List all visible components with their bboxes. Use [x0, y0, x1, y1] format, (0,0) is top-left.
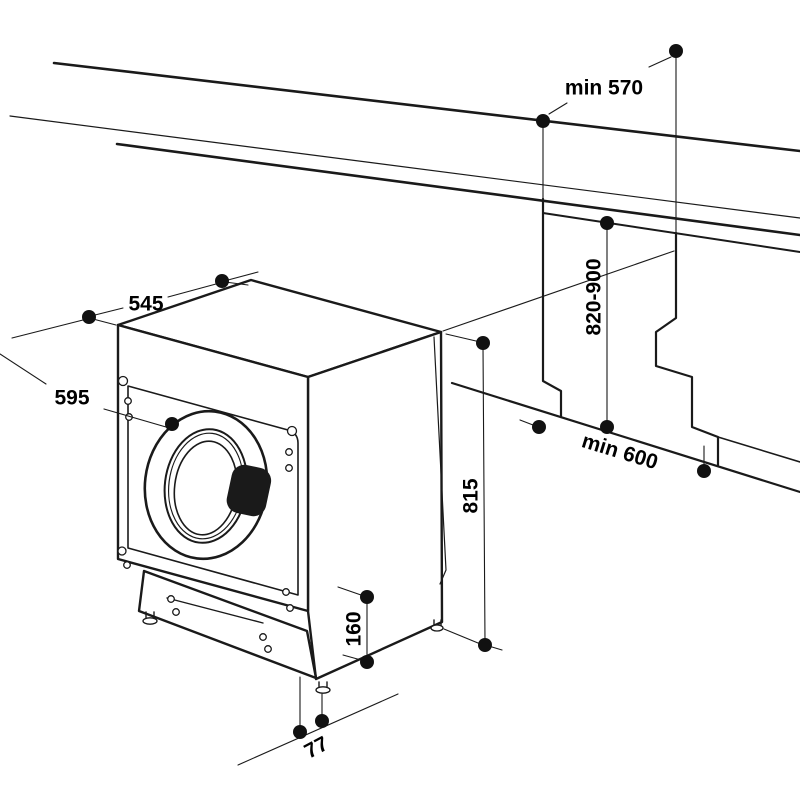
dimension-815: 815 [443, 333, 503, 652]
screw-hole [286, 425, 298, 437]
cabinet-side-panel-profile [654, 231, 720, 467]
foot [142, 617, 158, 625]
leader-line [92, 318, 117, 326]
cabinet-plinth-top-edge [717, 436, 800, 463]
floor-reference-line [237, 693, 399, 766]
dimension-label-595: 595 [54, 386, 89, 409]
machine-side-face [306, 330, 444, 681]
screw-hole [124, 397, 132, 405]
dimension-point [697, 464, 711, 478]
dimension-point [360, 655, 374, 669]
dimension-min570: min 570 [536, 44, 683, 234]
dimension-line [482, 345, 486, 643]
leader-line [103, 408, 167, 428]
dimension-160: 160 [337, 586, 374, 669]
leader-line [548, 102, 568, 115]
screw-hole [259, 633, 267, 641]
dimension-point [600, 420, 614, 434]
foot [430, 624, 444, 632]
screw-hole [264, 645, 272, 653]
adjustable-feet [142, 611, 444, 694]
screw-hole [286, 604, 294, 612]
machine-plinth-band [137, 569, 318, 680]
floor-plinth-line [450, 381, 800, 494]
dimension-label-min570: min 570 [565, 76, 643, 99]
dimension-label-815: 815 [459, 478, 482, 513]
leader-line [519, 419, 534, 426]
leader-line [337, 586, 362, 596]
dimension-label-77: 77 [301, 732, 332, 763]
foot [315, 686, 331, 694]
dimension-595: 595 [0, 353, 179, 431]
screw-hole [167, 595, 175, 603]
dimension-545: 545 [11, 271, 259, 339]
screw-hole [282, 588, 290, 596]
screw-hole [117, 546, 127, 556]
dimension-point [536, 114, 550, 128]
screw-hole [285, 448, 293, 456]
dimension-point [600, 216, 614, 230]
leader-line [342, 654, 362, 661]
niche-side-wall-edge [541, 197, 563, 419]
door-handle [226, 464, 272, 517]
leader-line [443, 628, 503, 651]
worktop-lines [9, 61, 800, 253]
dimension-line [167, 283, 217, 298]
dimension-point [360, 590, 374, 604]
dimension-line [11, 319, 84, 339]
screw-hole [285, 464, 293, 472]
dimension-label-160: 160 [342, 611, 365, 646]
worktop-front-lower-edge [115, 142, 800, 237]
screw-hole [117, 375, 129, 387]
dimension-point [532, 420, 546, 434]
washing-machine [116, 278, 447, 694]
dimension-point [165, 417, 179, 431]
worktop-top-front-edge [9, 115, 800, 219]
leader-line [445, 333, 477, 342]
dimension-point [293, 725, 307, 739]
machine-plinth-slot [166, 597, 264, 624]
leader-line [648, 56, 672, 68]
dimension-point [478, 638, 492, 652]
screw-hole [123, 561, 131, 569]
niche-back-construction-line [442, 250, 675, 332]
dimension-820-900: 820-900 [582, 216, 614, 434]
screw-holes [117, 375, 298, 653]
dimension-point [669, 44, 683, 58]
dimension-point [82, 310, 96, 324]
dimension-point [476, 336, 490, 350]
dimension-point [215, 274, 229, 288]
dimension-label-820-900: 820-900 [582, 258, 605, 335]
machine-side-rear-groove [433, 336, 447, 585]
dimension-min600: min 600 [519, 419, 711, 478]
dimension-point [315, 714, 329, 728]
worktop-back-edge [52, 61, 800, 153]
dimension-line [227, 271, 259, 281]
worktop-underside-edge [542, 212, 800, 253]
screw-hole [172, 608, 180, 616]
dimension-label-545: 545 [128, 292, 163, 315]
leader-line [0, 353, 47, 385]
dimension-line [94, 307, 124, 316]
niche-structure [237, 197, 800, 766]
